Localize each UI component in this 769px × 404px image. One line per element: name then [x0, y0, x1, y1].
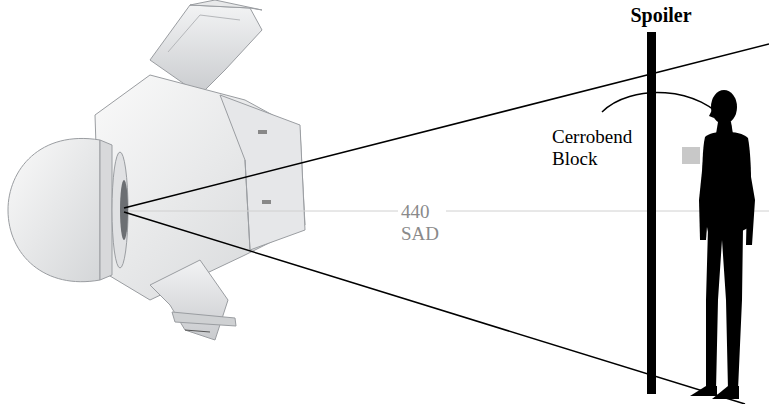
central-axis — [128, 211, 769, 212]
beam-edge — [124, 44, 769, 208]
cerrobend-block — [682, 147, 700, 164]
part-name: Cerrobend Block — [552, 126, 648, 170]
part-name: Spoiler — [621, 4, 701, 27]
dimension-label: 440 SAD — [398, 201, 446, 245]
linac-gantry — [8, 0, 305, 340]
spoiler-plate — [647, 32, 656, 394]
patient-silhouette — [690, 90, 755, 399]
pointer-arrow — [602, 92, 730, 126]
